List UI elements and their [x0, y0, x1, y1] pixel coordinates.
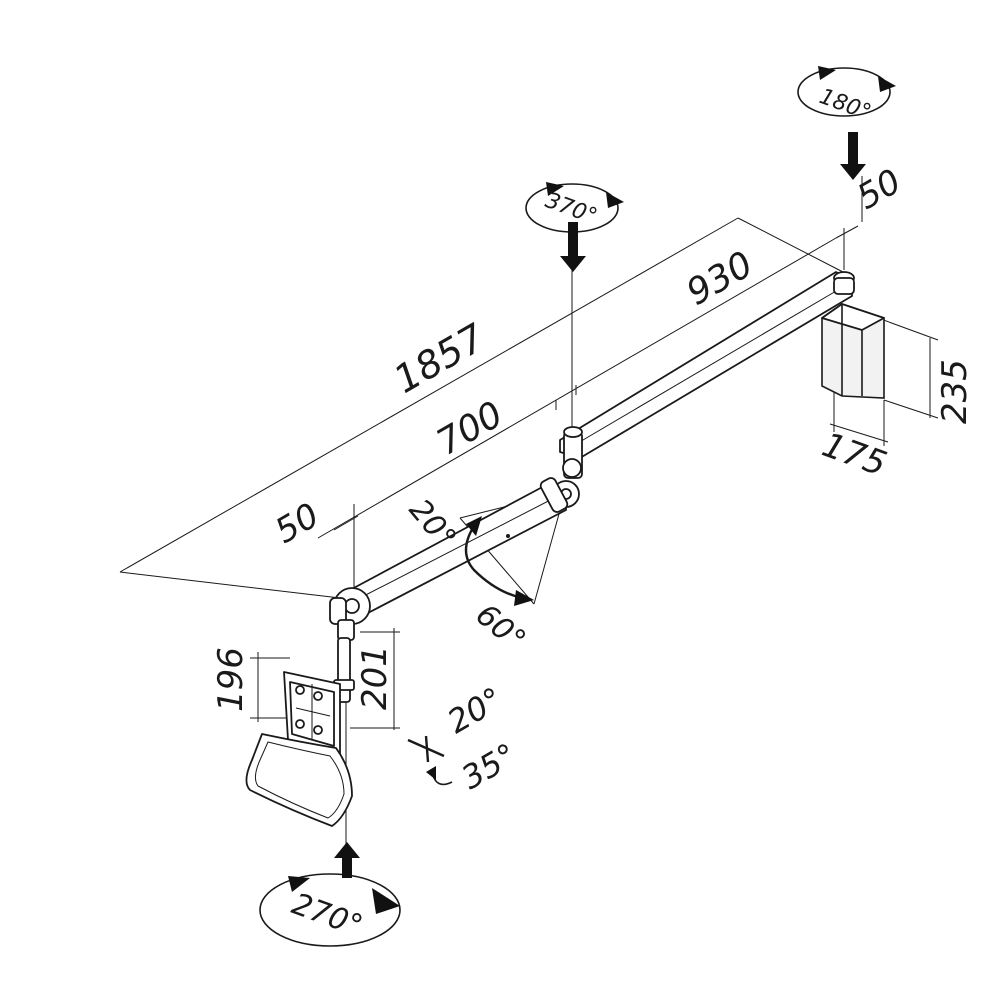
tray — [245, 733, 353, 827]
dimension-lines — [119, 176, 939, 848]
rotation-270-indicator — [259, 842, 401, 947]
rotation-180-indicator — [797, 66, 896, 180]
label-post-height: 201 — [355, 645, 395, 710]
wall-bracket — [821, 303, 885, 399]
label-inner-arm-length: 700 — [430, 394, 510, 464]
label-base-rotation: 270° — [287, 887, 367, 945]
end-joint — [329, 587, 371, 703]
label-head-tilt: 20° — [441, 680, 509, 741]
label-drop-height: 196 — [211, 647, 251, 712]
head-tilt-indicator — [407, 735, 453, 786]
label-wall-plate-width: 175 — [817, 425, 892, 485]
vesa-plate — [283, 671, 341, 755]
label-tilt-down: 60° — [469, 597, 532, 658]
outer-arm — [559, 271, 855, 459]
label-head-swivel: 35° — [455, 736, 523, 797]
angle-labels: 180° 370° 270° 20° 60° 20° 35° — [287, 84, 874, 944]
label-outer-arm-length: 930 — [680, 244, 760, 314]
joint-post — [562, 426, 583, 479]
rotation-370-indicator — [525, 182, 624, 272]
label-wall-rotation: 180° — [816, 84, 874, 126]
label-end-offset: 50 — [269, 496, 326, 552]
label-wall-plate-height: 235 — [935, 359, 975, 424]
inner-arm — [349, 477, 580, 615]
tilt-arc-indicator — [464, 516, 534, 606]
